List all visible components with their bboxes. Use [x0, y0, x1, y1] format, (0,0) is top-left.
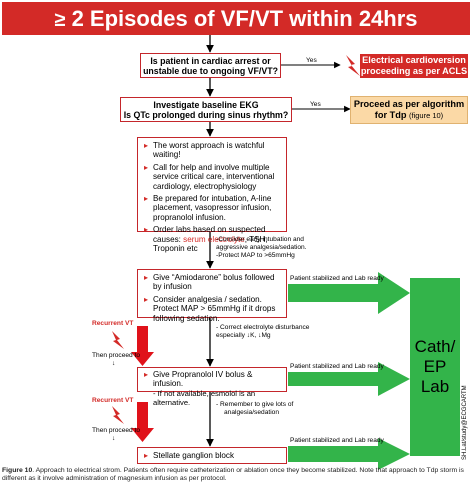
- lightning-icon: [112, 406, 124, 424]
- action-item: ▸The worst approach is watchful waiting!: [144, 141, 265, 160]
- then-proceed-arrow: ↓: [112, 360, 116, 367]
- propranolol-item: ▸Give Propranolol IV bolus & infusion. -…: [144, 370, 256, 408]
- electrical-cardioversion-box: Electrical cardioversion proceeding as p…: [360, 54, 468, 78]
- lightning-icon: [112, 331, 124, 349]
- tdp-line1: Proceed as per algorithm: [353, 99, 465, 109]
- green-arrow-1: [288, 272, 410, 314]
- recurrent-vt-label: Recurrent VT: [92, 397, 134, 404]
- red-down-arrow-1: [131, 326, 154, 366]
- green-arrow-2: [288, 362, 410, 396]
- tdp-line2: for Tdp: [374, 110, 407, 120]
- q1-line1: Is patient in cardiac arrest or: [150, 55, 271, 66]
- propranolol-box: ▸Give Propranolol IV bolus & infusion. -…: [137, 367, 287, 407]
- amiodarone-box: ▸Give “Amiodarone” bolus followed by inf…: [137, 269, 287, 323]
- action-item: ▸Order labs based on suspected causes: s…: [144, 225, 268, 254]
- recurrent-vt-label: Recurrent VT: [92, 320, 134, 327]
- serum-electrolyte-text: serum electrolyte: [183, 234, 245, 244]
- lightning-icon: [346, 55, 360, 76]
- action-item: ▸Call for help and involve multiple serv…: [144, 162, 275, 191]
- then-proceed-label: Then proceed to: [92, 427, 141, 434]
- q2-line2: Is QTc prolonged during sinus rhythm?: [123, 109, 289, 120]
- banner-title: 2 Episodes of VF/VT within 24hrs: [71, 6, 418, 31]
- sedation-notes: -Consider early intubation and aggressiv…: [216, 236, 307, 259]
- cath-ep-lab-box: Cath/ EP Lab: [410, 278, 460, 456]
- electrical-line2: proceeding as per ACLS: [360, 66, 468, 76]
- banner-symbol: ≥: [54, 9, 66, 31]
- analgesia-item: ▸Consider analgesia / sedation. Protect …: [144, 294, 276, 323]
- then-proceed-arrow: ↓: [112, 435, 116, 442]
- caption-text: . Approach to electrical strom. Patients…: [2, 467, 464, 483]
- credit-text: SH.Lat/study@ECGCARTM: [462, 385, 468, 460]
- action-item: ▸Be prepared for intubation, A-line plac…: [144, 194, 272, 222]
- tdp-ref: (figure 10): [409, 111, 444, 120]
- question-qtc: Investigate baseline EKG Is QTc prolonge…: [120, 97, 292, 122]
- q2-line1: Investigate baseline EKG: [153, 99, 259, 110]
- q1-line2: unstable due to ongoing VF/VT?: [143, 65, 278, 76]
- stellate-item: ▸Stellate ganglion block: [144, 451, 234, 460]
- tdp-algorithm-box: Proceed as per algorithm for Tdp (figure…: [350, 96, 468, 124]
- stabilized-label-2: Patient stabilized and Lab ready: [290, 363, 384, 370]
- figure-caption: Figure 10. Approach to electrical strom.…: [2, 467, 472, 483]
- amiodarone-item: ▸Give “Amiodarone” bolus followed by inf…: [144, 273, 275, 292]
- initial-actions-box: ▸The worst approach is watchful waiting!…: [137, 137, 287, 253]
- stellate-ganglion-box: ▸Stellate ganglion block: [137, 447, 287, 464]
- red-down-arrow-2: [131, 402, 154, 442]
- then-proceed-label: Then proceed to: [92, 352, 141, 359]
- q2-yes-label: Yes: [310, 101, 321, 108]
- title-banner: ≥ 2 Episodes of VF/VT within 24hrs: [2, 2, 470, 35]
- caption-prefix: Figure 10: [2, 467, 33, 474]
- q1-yes-label: Yes: [306, 57, 317, 64]
- electrical-line1: Electrical cardioversion: [362, 55, 466, 65]
- stabilized-label-1: Patient stabilized and Lab ready: [290, 275, 384, 282]
- stabilized-label-3: Patient stabilized and Lab ready: [290, 437, 384, 444]
- analgesia-notes: - Remember to give lots of analgesia/sed…: [216, 401, 294, 416]
- electrolyte-notes: - Correct electrolyte disturbance especi…: [216, 324, 310, 339]
- question-cardiac-arrest: Is patient in cardiac arrest or unstable…: [140, 53, 281, 78]
- green-arrow-3: [288, 438, 410, 470]
